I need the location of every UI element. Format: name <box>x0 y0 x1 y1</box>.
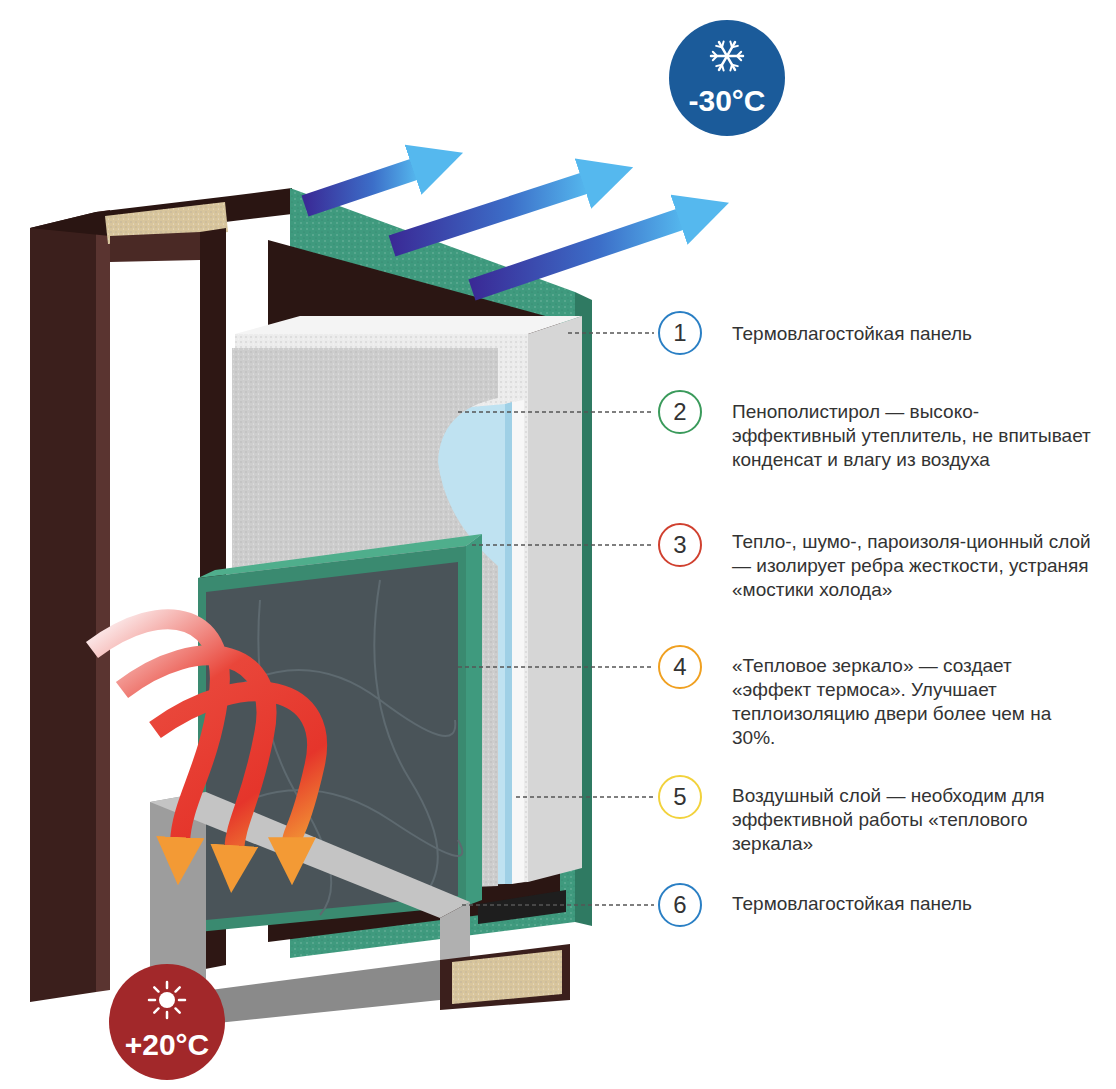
callout-number: 6 <box>673 893 686 917</box>
callout-number: 2 <box>673 400 686 424</box>
leader-line <box>462 904 654 906</box>
temperature-badge: -30°C <box>669 20 785 136</box>
foam-insulation <box>235 316 582 334</box>
cold-flow-arrows <box>472 218 684 290</box>
sun-icon <box>109 964 225 1080</box>
temperature-value: +20°C <box>125 1030 210 1060</box>
cold-flow-arrows <box>392 182 588 246</box>
callout-number: 6 <box>658 883 702 927</box>
sun-icon <box>159 992 175 1008</box>
cold-flow-arrows <box>305 168 418 206</box>
heat-flow-arrows <box>92 619 317 850</box>
leader-line <box>458 411 654 413</box>
threshold <box>452 950 562 1004</box>
snowflake-icon <box>669 20 785 136</box>
sun-icon <box>154 1008 158 1012</box>
sun-icon <box>175 987 179 991</box>
sun-icon <box>166 982 169 988</box>
leader-line <box>458 666 654 668</box>
cold-flow-arrows <box>305 168 684 290</box>
door-frame <box>110 232 200 262</box>
heat-flow-arrows <box>155 691 317 842</box>
snowflake-icon <box>713 52 717 56</box>
callout-description: Термовлагостойкая панель <box>732 892 1092 916</box>
snowflake-icon <box>730 65 732 71</box>
callout-number: 2 <box>658 390 702 434</box>
leader-line <box>516 796 654 798</box>
leader-line <box>472 544 654 546</box>
callout-number: 5 <box>673 785 686 809</box>
sun-icon <box>175 1008 179 1012</box>
sun-icon <box>166 1012 169 1018</box>
sun-icon <box>179 999 185 1002</box>
callout-description: Термовлагостойкая панель <box>732 322 1092 346</box>
threshold <box>478 890 566 924</box>
callout-number: 5 <box>658 775 702 819</box>
callout-number: 3 <box>673 533 686 557</box>
callout-description: Пенополистирол — высоко-эффективный утеп… <box>732 400 1092 472</box>
callout-description: Воздушный слой — необходим для эффективн… <box>732 784 1092 856</box>
temperature-value: -30°C <box>688 86 765 116</box>
callout-number: 4 <box>673 655 686 679</box>
callout-number: 4 <box>658 645 702 689</box>
callout-number: 3 <box>658 523 702 567</box>
snowflake-icon <box>727 56 735 70</box>
snowflake-icon <box>711 55 727 58</box>
sun-icon <box>149 999 155 1002</box>
leader-line <box>568 332 654 334</box>
leader-line <box>458 333 654 905</box>
snowflake-icon <box>737 56 741 60</box>
callout-number: 1 <box>673 321 686 345</box>
callout-description: Тепло-, шумо-, пароизоля-ционный слой — … <box>732 530 1092 602</box>
snowflake-icon <box>719 42 727 56</box>
snowflake-icon <box>722 42 724 48</box>
callout-description: «Тепловое зеркало» — создает «эффект тер… <box>732 654 1092 750</box>
snowflake-icon <box>732 46 738 47</box>
threshold <box>440 944 570 1010</box>
temperature-badge: +20°C <box>109 964 225 1080</box>
air-layer <box>512 400 524 884</box>
snowflake-icon <box>727 42 735 56</box>
interior-panel <box>466 534 482 906</box>
snowflake-icon <box>719 56 727 70</box>
door-frame <box>30 212 96 1002</box>
snowflake-icon <box>727 55 743 58</box>
sun-icon <box>154 987 158 991</box>
threshold <box>452 950 562 1004</box>
door-frame <box>96 210 110 992</box>
callout-number: 1 <box>658 311 702 355</box>
snowflake-icon <box>716 65 722 66</box>
air-layer <box>512 400 524 884</box>
vapour-barrier-layer <box>505 402 512 884</box>
